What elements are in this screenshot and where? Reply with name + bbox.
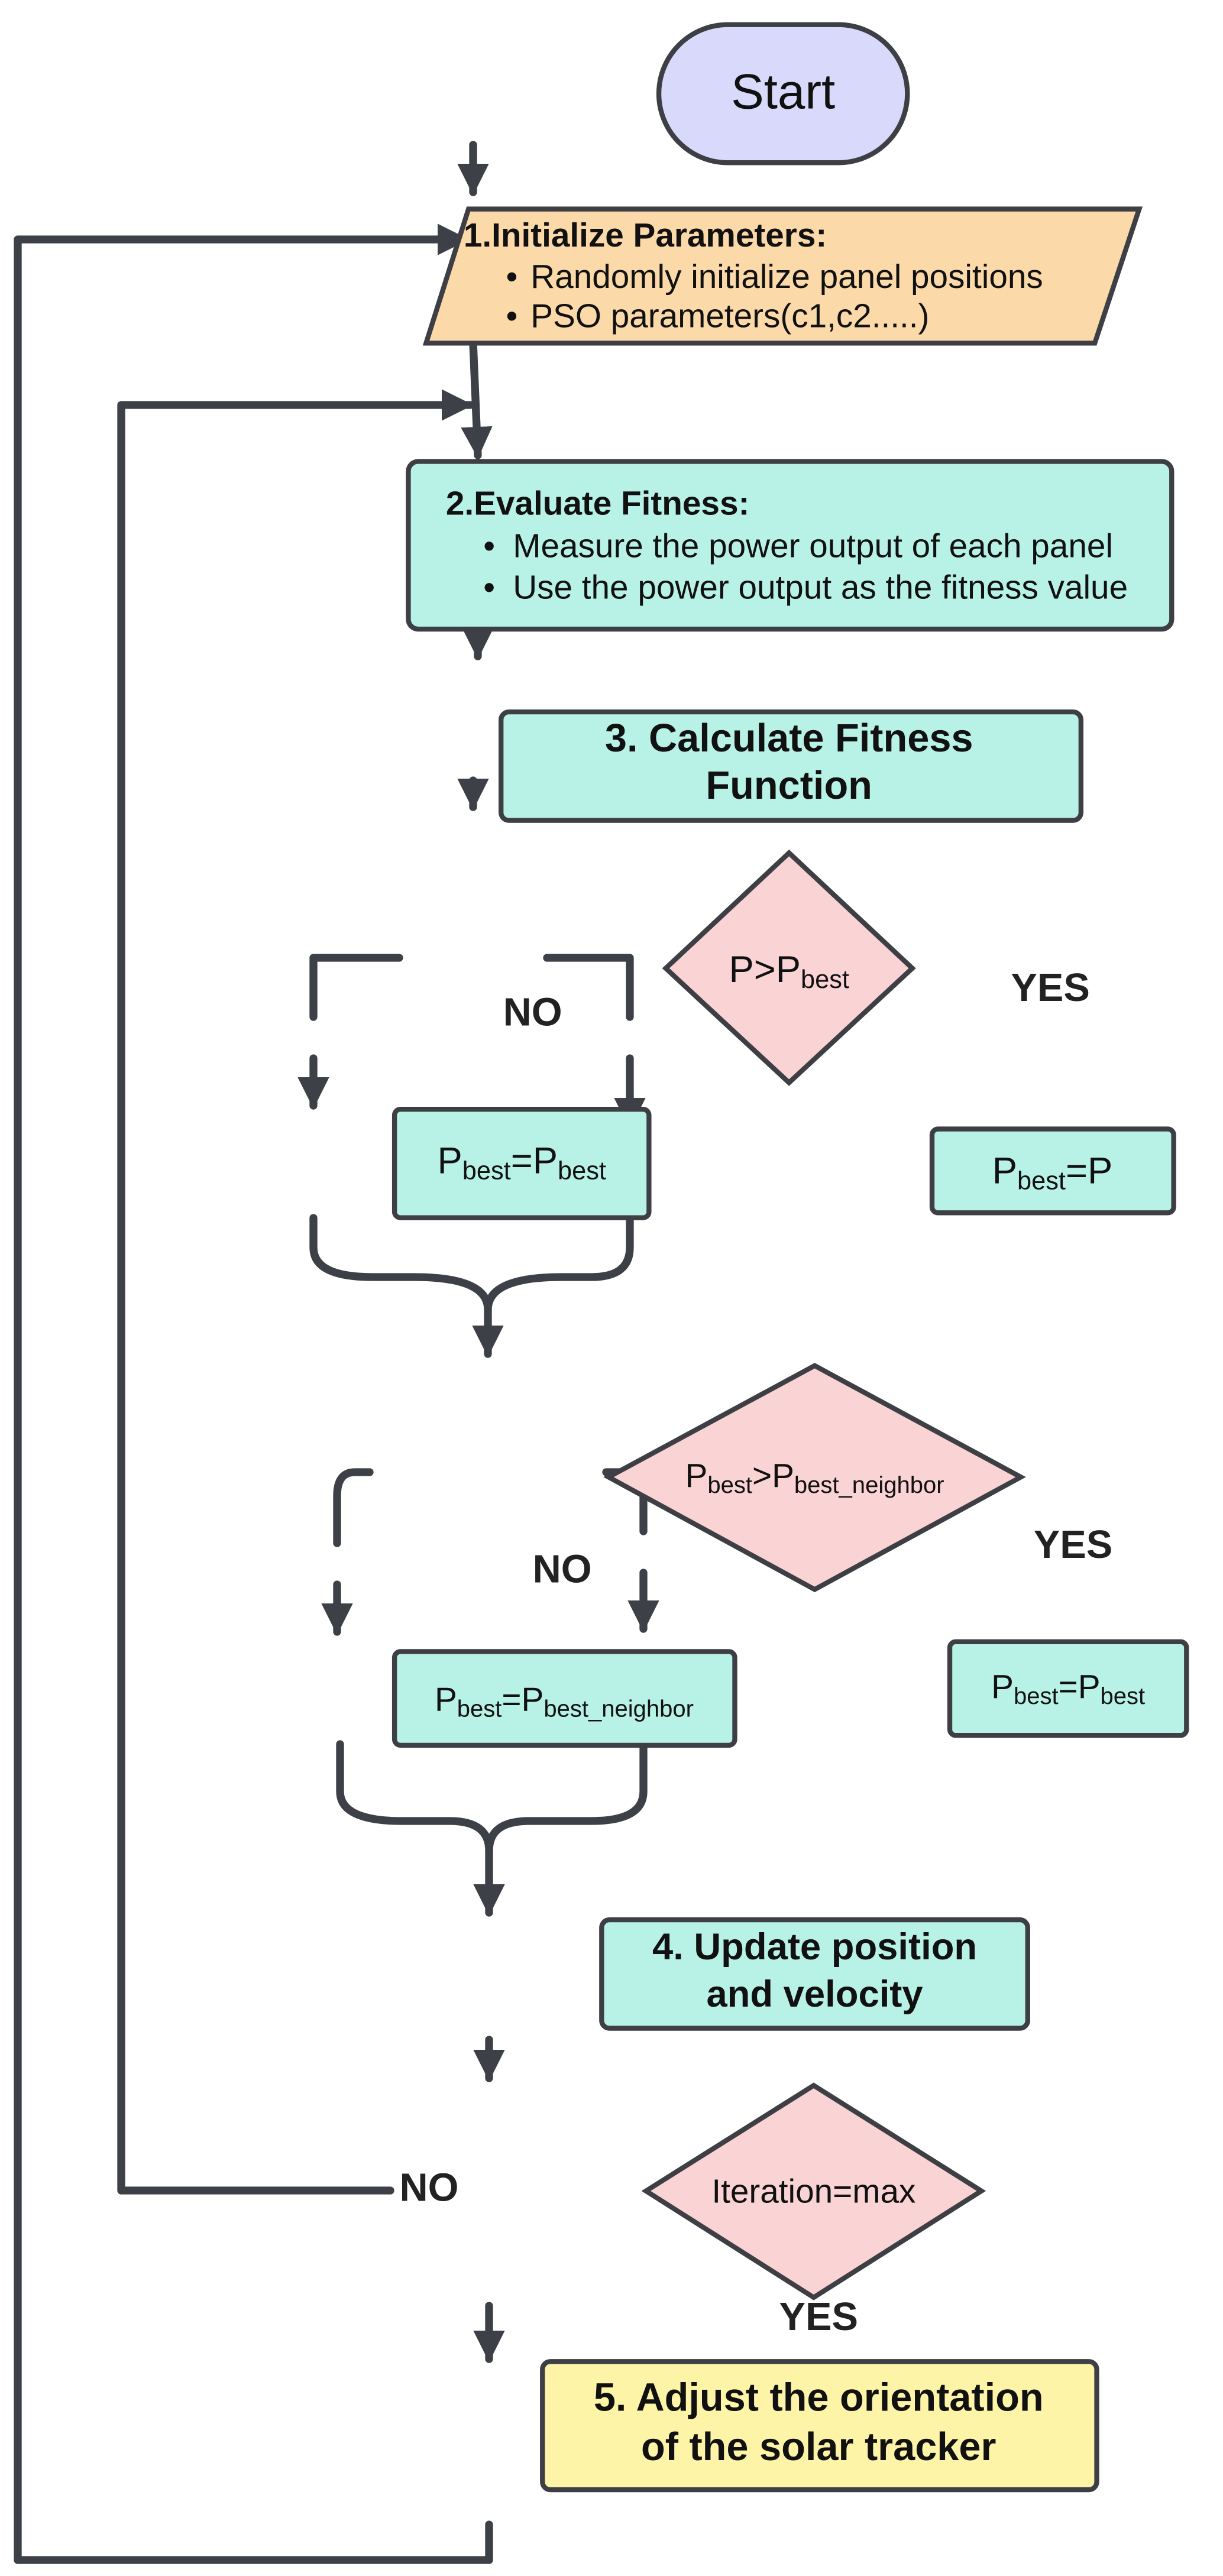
calculate-node: 3. Calculate Fitness Function <box>499 709 1084 823</box>
evaluate-item-2: Use the power output as the fitness valu… <box>513 569 1128 606</box>
evaluate-shape <box>406 459 1175 632</box>
d2-yes-sub1: best <box>1014 1683 1059 1709</box>
d2-yes-label: Pbest=Pbest <box>991 1668 1145 1709</box>
d2-yes-shape <box>947 1639 1189 1738</box>
d2-no-label: Pbest=Pbest_neighbor <box>435 1681 694 1722</box>
final-line-2: of the solar tracker <box>641 2425 996 2469</box>
evaluate-bullet-2: • <box>483 569 495 606</box>
d1-yes-base1: P <box>992 1150 1017 1191</box>
merge-d2 <box>336 1731 648 1855</box>
merge-d1 <box>309 1214 634 1314</box>
final-node: 5. Adjust the orientation of the solar t… <box>540 2359 1099 2493</box>
branch-d1-yes <box>543 954 634 1021</box>
decision2-sub1: best <box>707 1472 752 1498</box>
d1-no-sub2: best <box>558 1157 606 1185</box>
d2-no-base1: P <box>435 1681 457 1719</box>
d1-yes-shape <box>929 1126 1176 1216</box>
d2-yes-base1: P <box>991 1668 1014 1706</box>
evaluate-node: 2.Evaluate Fitness: • Measure the power … <box>406 459 1175 632</box>
decision1-sub: best <box>801 965 849 994</box>
d2-no-shape <box>392 1649 737 1748</box>
decision2-op: >P <box>752 1457 794 1495</box>
final-shape <box>540 2359 1099 2493</box>
decision3-yes-label: YES <box>779 2295 858 2339</box>
initialize-item-1: Randomly initialize panel positions <box>530 258 1043 296</box>
d1-no-eq: =P <box>511 1140 558 1182</box>
decision1-node: P>Pbest <box>662 849 916 1086</box>
d1-no-sub1: best <box>462 1157 511 1185</box>
initialize-node: 1.Initialize Parameters: • Randomly init… <box>422 206 1143 346</box>
start-shape <box>656 22 910 166</box>
decision2-no-label: NO <box>533 1548 592 1592</box>
loop-iteration-no <box>117 389 474 2195</box>
decision1-shape <box>662 849 916 1086</box>
initialize-title: 1.Initialize Parameters: <box>464 217 827 254</box>
decision1-base: P>P <box>729 949 801 990</box>
initialize-bullet-2: • <box>506 298 518 335</box>
branch-d2-no <box>333 1468 374 1547</box>
d2-no-sub2: best_neighbor <box>543 1696 694 1722</box>
connectors <box>14 141 659 2564</box>
decision3-label: Iteration=max <box>711 2173 915 2211</box>
initialize-bullet-1: • <box>506 258 518 296</box>
decision2-base1: P <box>685 1457 708 1495</box>
decision3-no-label: NO <box>399 2166 458 2209</box>
initialize-item-2: PSO parameters(c1,c2.....) <box>530 298 929 335</box>
start-node: Start <box>656 22 910 166</box>
decision2-yes-label: YES <box>1034 1523 1112 1567</box>
final-line-1: 5. Adjust the orientation <box>594 2376 1044 2420</box>
d1-yes-node: Pbest=P <box>929 1126 1176 1216</box>
decision1-yes-label: YES <box>1011 966 1089 1010</box>
scaled-layer: Start 1.Initialize Parameters: • Randoml… <box>14 22 1189 2564</box>
evaluate-item-1: Measure the power output of each panel <box>513 527 1113 565</box>
initialize-shape <box>422 206 1143 346</box>
calculate-shape <box>499 709 1084 823</box>
d2-yes-sub2: best <box>1101 1683 1146 1709</box>
update-line-2: and velocity <box>706 1974 923 2015</box>
d2-yes-node: Pbest=Pbest <box>947 1639 1189 1738</box>
d1-no-base1: P <box>438 1140 462 1182</box>
d1-no-shape <box>392 1107 652 1220</box>
update-line-1: 4. Update position <box>652 1926 977 1968</box>
start-label: Start <box>731 64 835 119</box>
decision1-label: P>Pbest <box>729 949 849 994</box>
decision3-node: Iteration=max <box>641 2082 986 2300</box>
decision2-shape <box>603 1363 1026 1593</box>
d2-no-eq: =P <box>502 1681 543 1719</box>
loop-final-to-evaluate <box>14 223 493 2564</box>
calculate-line-1: 3. Calculate Fitness <box>605 717 973 760</box>
decision2-sub2: best_neighbor <box>794 1472 944 1498</box>
d1-yes-eq: =P <box>1066 1150 1112 1191</box>
update-node: 4. Update position and velocity <box>599 1917 1030 2031</box>
calculate-line-2: Function <box>706 764 872 808</box>
update-shape <box>599 1917 1030 2031</box>
decision3-shape <box>641 2082 986 2300</box>
d2-no-sub1: best <box>457 1696 502 1722</box>
decision1-no-label: NO <box>503 990 562 1034</box>
decision2-node: Pbest>Pbest_neighbor <box>603 1363 1026 1593</box>
d2-yes-eq: =P <box>1059 1668 1101 1706</box>
d2-no-node: Pbest=Pbest_neighbor <box>392 1649 737 1748</box>
evaluate-title: 2.Evaluate Fitness: <box>446 485 750 523</box>
decision2-label: Pbest>Pbest_neighbor <box>685 1457 944 1498</box>
d1-no-node: Pbest=Pbest <box>392 1107 652 1220</box>
d1-yes-label: Pbest=P <box>992 1150 1113 1195</box>
branch-d1-no <box>309 954 403 1021</box>
evaluate-bullet-1: • <box>483 527 495 565</box>
d1-no-label: Pbest=Pbest <box>438 1140 606 1185</box>
arrow-init-to-evaluate <box>461 339 493 459</box>
d1-yes-sub1: best <box>1017 1167 1066 1195</box>
